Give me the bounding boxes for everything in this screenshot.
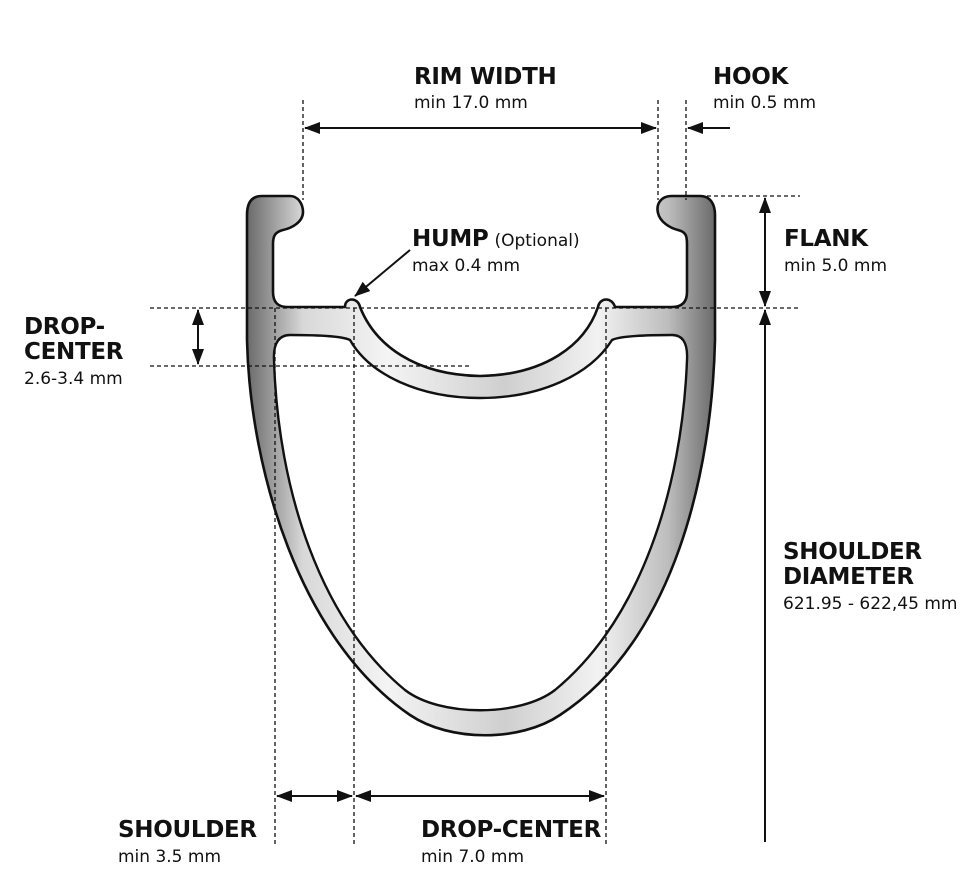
shoulder-diameter-value: 621.95 - 622,45 mm (783, 594, 957, 614)
rim-width-label: RIM WIDTH min 17.0 mm (414, 64, 557, 113)
hook-value: min 0.5 mm (713, 93, 816, 113)
shoulder-diameter-label: SHOULDER DIAMETER 621.95 - 622,45 mm (783, 539, 957, 614)
hump-arrow (354, 249, 411, 297)
shoulder-diameter-title-line2: DIAMETER (783, 564, 914, 590)
dimension-arrows (192, 122, 771, 842)
rim-width-value: min 17.0 mm (414, 93, 528, 113)
drop-center-width-value: min 7.0 mm (421, 847, 524, 867)
hump-label: HUMP (Optional) max 0.4 mm (412, 226, 580, 276)
drop-center-depth-title-line1: DROP- (24, 314, 105, 340)
drop-center-depth-title-line2: CENTER (24, 339, 124, 365)
reference-lines (150, 100, 800, 845)
rim-profile (245, 194, 717, 737)
shoulder-diameter-title-line1: SHOULDER (783, 539, 922, 565)
flank-title: FLANK (784, 226, 869, 252)
drop-center-width-title: DROP-CENTER (421, 817, 602, 843)
shoulder-title: SHOULDER (118, 817, 257, 843)
hump-title: HUMP (412, 226, 488, 252)
flank-label: FLANK min 5.0 mm (784, 226, 887, 276)
drop-center-depth-label: DROP- CENTER 2.6-3.4 mm (24, 314, 124, 389)
drop-center-depth-value: 2.6-3.4 mm (24, 369, 123, 389)
flank-value: min 5.0 mm (784, 256, 887, 276)
hook-title: HOOK (713, 64, 789, 90)
rim-width-title: RIM WIDTH (414, 64, 556, 90)
hump-note: (Optional) (494, 231, 579, 251)
hump-heading: HUMP (Optional) (412, 226, 580, 252)
shoulder-value: min 3.5 mm (118, 847, 221, 867)
rim-inner-chamber (272, 333, 689, 712)
hook-label: HOOK min 0.5 mm (713, 64, 816, 113)
drop-center-width-label: DROP-CENTER min 7.0 mm (421, 817, 602, 867)
hump-value: max 0.4 mm (412, 256, 520, 276)
shoulder-label: SHOULDER min 3.5 mm (118, 817, 258, 867)
